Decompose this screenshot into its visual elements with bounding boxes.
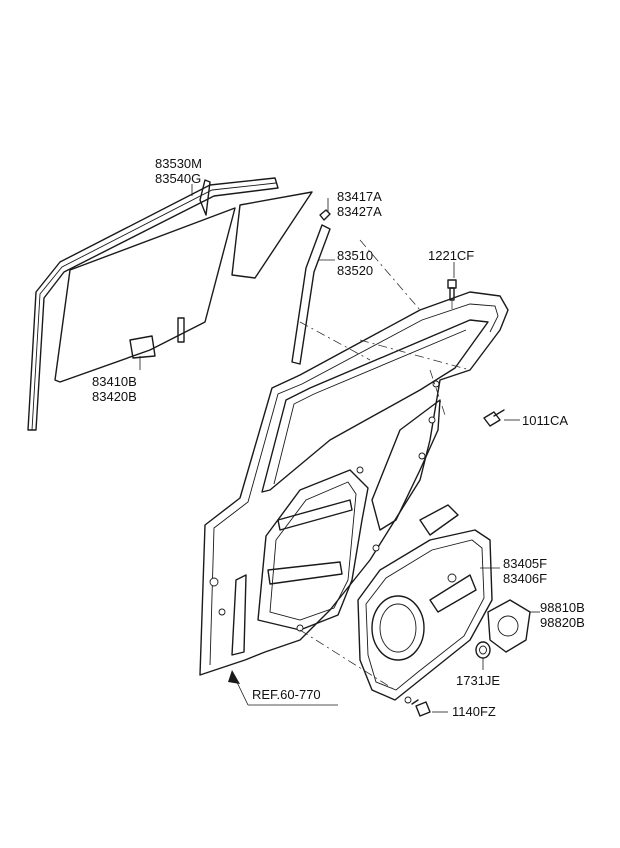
label-98820b: 98820B [540,615,585,630]
label-83530m: 83530M [155,156,202,171]
label-1731je: 1731JE [456,673,500,688]
label-83405f: 83405F [503,556,547,571]
door-panel [199,291,509,676]
label-1011ca: 1011CA [522,413,568,428]
glass-run-weatherstrip [27,177,279,431]
label-98810b: 98810B [540,600,585,615]
label-83540g: 83540G [155,171,201,186]
label-83510: 83510 [337,248,373,263]
label-83520: 83520 [337,263,373,278]
label-83420b: 83420B [92,389,137,404]
door-glass [54,191,313,383]
rear-channel [291,224,331,365]
label-83406f: 83406F [503,571,547,586]
window-regulator [357,504,493,704]
reference-arrow [228,670,338,706]
labels: 83530M 83540G 83417A 83427A 83510 83520 … [92,156,585,719]
assembly-lines [299,239,471,691]
label-reference: REF.60-770 [252,687,321,702]
bolt-1011ca-icon [483,409,505,427]
label-1140fz: 1140FZ [452,704,496,719]
grommet [475,641,491,659]
label-1221cf: 1221CF [428,248,474,263]
bolt-1140fz-icon [411,699,431,717]
label-83417a: 83417A [337,189,382,204]
label-83410b: 83410B [92,374,137,389]
leader-lines [139,184,540,713]
regulator-motor [487,599,531,653]
label-83427a: 83427A [337,204,382,219]
bolt-1221cf-icon [447,279,457,301]
delta-molding [319,209,331,221]
